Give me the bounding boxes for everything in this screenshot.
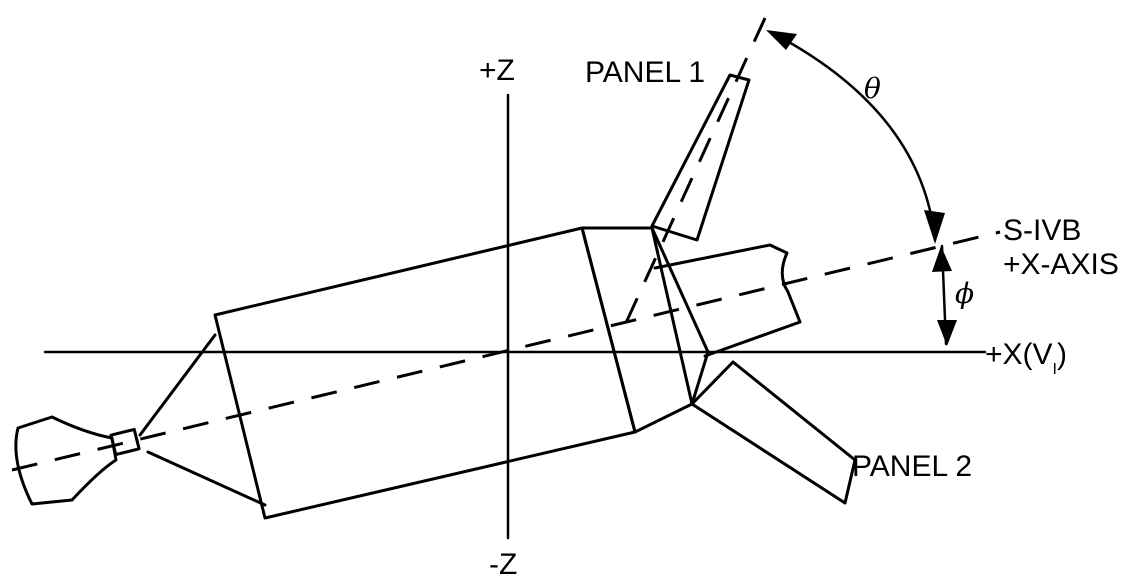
plus-x-label-close: ): [1057, 338, 1067, 371]
engine-bell: [14, 415, 118, 506]
plus-x-label-subscript: I: [1053, 361, 1057, 378]
theta-label: θ: [864, 72, 881, 105]
sivb-axis-label-line-1: S-IVB: [1003, 214, 1081, 247]
phi-label: ϕ: [955, 277, 974, 310]
payload-cylinder: [653, 243, 802, 358]
stage-main-body: [213, 226, 637, 520]
forward-section-seam: [650, 226, 694, 406]
panel-2-label: PANEL 2: [852, 450, 972, 483]
aft-cone-upper: [138, 333, 217, 437]
panel-1-dashed-centerline: [623, 17, 767, 326]
theta-arrowhead-top: [766, 30, 797, 50]
panel-1-label: PANEL 1: [585, 56, 705, 89]
panel-1: [650, 73, 751, 242]
aft-cone-lower: [146, 450, 267, 507]
plus-x-label-main: +X(V: [985, 338, 1053, 371]
phi-arrowhead-top: [932, 246, 952, 272]
theta-arc: [776, 34, 937, 242]
plus-x-label: +X(VI): [985, 338, 1067, 378]
plus-z-label: +Z: [479, 54, 515, 87]
minus-z-label: -Z: [489, 548, 517, 581]
phi-arrowhead-bottom: [937, 320, 957, 346]
sivb-axis-label-line-2: +X-AXIS: [1003, 248, 1119, 281]
theta-arrowhead-bottom: [924, 210, 945, 244]
sivb-x-axis-dashed-line: [11, 230, 1001, 472]
forward-section: [580, 226, 710, 434]
panel-2: [690, 360, 857, 505]
